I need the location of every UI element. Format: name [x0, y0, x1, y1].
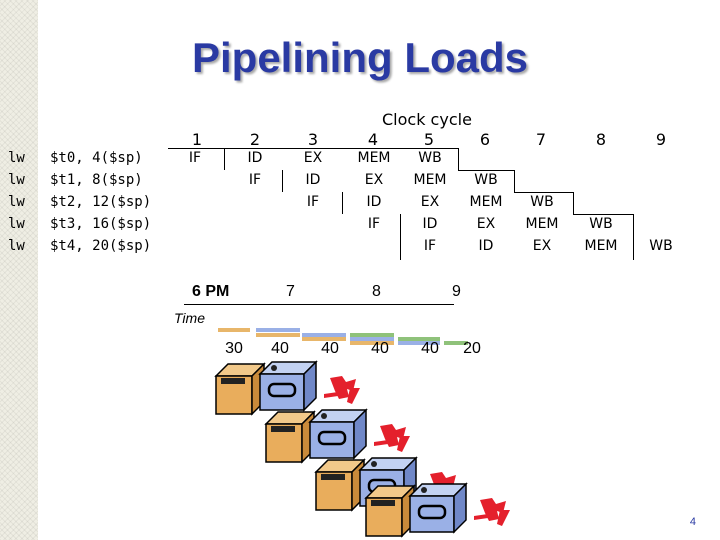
duration-label: 40 [271, 340, 289, 357]
instruction-operands: $t1, 8($sp) [50, 172, 143, 188]
dryer-icon [308, 408, 368, 460]
stage-id: ID [305, 172, 321, 188]
stage-wb: WB [474, 172, 498, 188]
stage-if: IF [423, 238, 437, 254]
stage-if: IF [188, 150, 202, 166]
timeline-bar [350, 337, 394, 341]
page-number: 4 [689, 516, 696, 528]
grid-line [168, 148, 458, 149]
instruction-opcode: lw [8, 194, 25, 210]
stage-mem: MEM [469, 194, 503, 210]
grid-line [514, 170, 515, 192]
folding-person-icon [474, 498, 510, 526]
dryer-icon [258, 360, 318, 412]
stage-if: IF [248, 172, 262, 188]
duration-label: 30 [225, 340, 243, 357]
cycle-number: 5 [423, 130, 435, 149]
washer-icon [265, 411, 315, 463]
instruction-operands: $t0, 4($sp) [50, 150, 143, 166]
stage-mem: MEM [584, 238, 618, 254]
slide-title: Pipelining Loads [191, 34, 529, 81]
cycle-number: 7 [535, 130, 547, 149]
cycle-number: 8 [595, 130, 607, 149]
grid-line [224, 148, 225, 170]
stage-mem: MEM [413, 172, 447, 188]
grid-line [514, 192, 573, 193]
timeline-bar [398, 341, 440, 345]
timeline-axis [184, 304, 454, 305]
stage-wb: WB [418, 150, 442, 166]
stage-mem: MEM [357, 150, 391, 166]
stage-id: ID [247, 150, 263, 166]
washer-icon [365, 485, 415, 537]
cycle-number: 3 [307, 130, 319, 149]
grid-line [458, 148, 459, 170]
timeline-bar [302, 333, 346, 337]
duration-label: 40 [371, 340, 389, 357]
stage-id: ID [478, 238, 494, 254]
instruction-opcode: lw [8, 238, 25, 254]
grid-line [633, 214, 634, 260]
clock-cycle-label: Clock cycle [382, 110, 472, 129]
stage-wb: WB [530, 194, 554, 210]
instruction-operands: $t2, 12($sp) [50, 194, 152, 210]
decorative-stripe [0, 0, 38, 540]
stage-ex: EX [303, 150, 323, 166]
stage-ex: EX [476, 216, 496, 232]
timeline-bar [218, 328, 250, 332]
washer-icon [315, 459, 365, 511]
duration-label: 40 [321, 340, 339, 357]
grid-line [458, 170, 514, 171]
folding-person-icon [324, 376, 360, 404]
dryer-icon [408, 482, 468, 534]
stage-if: IF [306, 194, 320, 210]
timeline-label: 6 PM [192, 283, 230, 300]
grid-line [282, 170, 283, 192]
stage-wb: WB [649, 238, 673, 254]
grid-line [573, 214, 633, 215]
timeline-bar [444, 341, 468, 345]
cycle-number: 9 [655, 130, 667, 149]
time-axis-label: Time [174, 310, 205, 326]
stage-ex: EX [532, 238, 552, 254]
timeline-bar [398, 337, 440, 341]
timeline-bar [302, 337, 346, 341]
stage-mem: MEM [525, 216, 559, 232]
grid-line [342, 192, 343, 214]
instruction-operands: $t3, 16($sp) [50, 216, 152, 232]
stage-id: ID [366, 194, 382, 210]
timeline-label: 8 [372, 283, 381, 300]
stage-wb: WB [589, 216, 613, 232]
cycle-number: 6 [479, 130, 491, 149]
washer-icon [215, 363, 265, 415]
cycle-number: 1 [191, 130, 203, 149]
stage-ex: EX [420, 194, 440, 210]
timeline-bar [256, 328, 300, 332]
duration-label: 20 [463, 340, 481, 357]
duration-label: 40 [421, 340, 439, 357]
timeline-label: 7 [286, 283, 295, 300]
folding-person-icon [374, 424, 410, 452]
stage-id: ID [422, 216, 438, 232]
instruction-opcode: lw [8, 150, 25, 166]
cycle-number: 2 [249, 130, 261, 149]
instruction-opcode: lw [8, 216, 25, 232]
timeline-bar [350, 341, 394, 345]
instruction-operands: $t4, 20($sp) [50, 238, 152, 254]
grid-line [400, 214, 401, 260]
grid-line [573, 192, 574, 214]
instruction-opcode: lw [8, 172, 25, 188]
stage-ex: EX [364, 172, 384, 188]
cycle-number: 4 [367, 130, 379, 149]
timeline-label: 9 [452, 283, 461, 300]
stage-if: IF [367, 216, 381, 232]
timeline-bar [256, 333, 300, 337]
timeline-bar [350, 333, 394, 337]
